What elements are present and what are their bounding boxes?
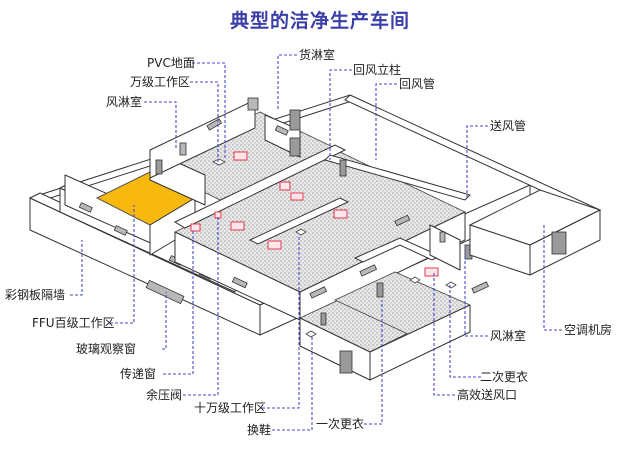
label-second-changing: 二次更衣: [480, 369, 528, 384]
vent: [445, 281, 457, 289]
label-air-shower-top: 风淋室: [106, 94, 142, 109]
window: [359, 264, 378, 277]
leader-shoe-change: [272, 336, 313, 431]
room-back-wall: [149, 99, 256, 179]
label-pvc-floor: PVC地面: [147, 56, 195, 70]
return-air-column: [339, 159, 347, 177]
leader-air-shower-right: [464, 250, 488, 337]
window: [231, 276, 248, 289]
ac-room-left-wall: [469, 224, 531, 276]
cargo-shower-door: [289, 109, 301, 131]
window: [309, 286, 328, 299]
leader-air-shower-top: [144, 101, 177, 148]
label-pressure-relief-valve: 余压阀: [146, 387, 182, 402]
hepa-outlet-icon: [233, 151, 248, 161]
leader-supply-air-duct: [466, 125, 488, 198]
hepa-outlet-icon: [267, 240, 282, 250]
central-zone: [173, 144, 471, 321]
changing-right-wall: [369, 304, 471, 381]
leader-ffu-zone: [110, 205, 135, 324]
label-supply-air-duct: 送风管: [490, 118, 526, 133]
label-color-steel-partition: 彩钢板隔墙: [5, 288, 65, 302]
glass-observation-window: [145, 279, 185, 305]
hepa-outlet-icon: [290, 192, 304, 201]
door: [320, 312, 327, 326]
hepa-outlet-icon: [333, 209, 348, 219]
air-shower-door-panel: [179, 142, 187, 156]
air-shower-door-panel: [247, 97, 259, 111]
vent: [305, 330, 317, 338]
vent: [409, 276, 421, 284]
pvc-floor-marker: [212, 158, 226, 166]
leader-ac-room: [543, 225, 562, 331]
window: [78, 202, 93, 213]
supply-air-duct-main: [324, 154, 471, 201]
labels: PVC地面 万级工作区 风淋室 货淋室 回风立柱 回风管 送风管 彩钢板隔墙 F…: [5, 47, 612, 437]
window: [113, 225, 128, 236]
label-return-air-duct: 回风管: [399, 76, 435, 91]
label-hepa-supply-outlet: 高效送风口: [457, 387, 517, 402]
label-air-shower-right: 风淋室: [490, 328, 526, 343]
door: [289, 137, 301, 157]
hepa-outlet-icon: [190, 223, 201, 232]
label-ac-machine-room: 空调机房: [564, 322, 612, 337]
leader-color-steel-partition: [70, 240, 83, 296]
leader-class-100k: [262, 235, 300, 409]
label-class-10k-zone: 万级工作区: [130, 75, 190, 89]
label-class-100k-zone: 十万级工作区: [194, 401, 266, 415]
door: [376, 282, 384, 298]
door: [155, 159, 163, 175]
hepa-outlet-icon: [424, 267, 439, 277]
leader-return-air-duct: [375, 83, 397, 160]
label-ffu-class-100-zone: FFU百级工作区: [32, 316, 115, 330]
window: [274, 125, 289, 136]
leader-cargo-shower: [277, 54, 297, 110]
leader-return-air-column: [329, 69, 352, 160]
inner-duct: [248, 197, 350, 245]
ac-room-door: [551, 231, 567, 255]
label-return-air-column: 回风立柱: [353, 62, 401, 77]
ac-machine-room: [468, 189, 602, 276]
diagram-title: 典型的洁净生产车间: [229, 10, 410, 32]
window: [471, 281, 490, 294]
leader-hepa-outlet: [433, 273, 455, 396]
label-cargo-shower: 货淋室: [299, 47, 335, 62]
entrance-door: [339, 350, 353, 374]
hepa-outlet-icon: [230, 221, 245, 231]
air-shower-room-wall: [429, 224, 461, 271]
leader-pass-box: [163, 230, 194, 375]
leader-first-changing: [364, 300, 383, 425]
hepa-outlet-icon: [279, 181, 291, 191]
label-shoe-change: 换鞋: [247, 422, 271, 437]
leader-second-changing: [449, 285, 481, 378]
label-pass-box: 传递窗: [120, 366, 156, 381]
leader-pvc-floor: [192, 62, 226, 160]
vent: [295, 228, 307, 236]
leader-lines: [70, 54, 562, 431]
label-first-changing: 一次更衣: [316, 416, 364, 431]
leader-pressure-relief-valve: [183, 216, 219, 396]
changing-rooms: [299, 224, 490, 381]
return-air-duct: [173, 144, 347, 229]
supply-duct-branch: [353, 237, 442, 263]
label-glass-window: 玻璃观察窗: [76, 342, 136, 356]
window: [394, 214, 411, 227]
air-shower-door-panel: [439, 231, 446, 243]
leader-class-10k: [190, 81, 219, 165]
leader-glass-window: [162, 292, 167, 350]
central-right-wall: [299, 211, 466, 321]
